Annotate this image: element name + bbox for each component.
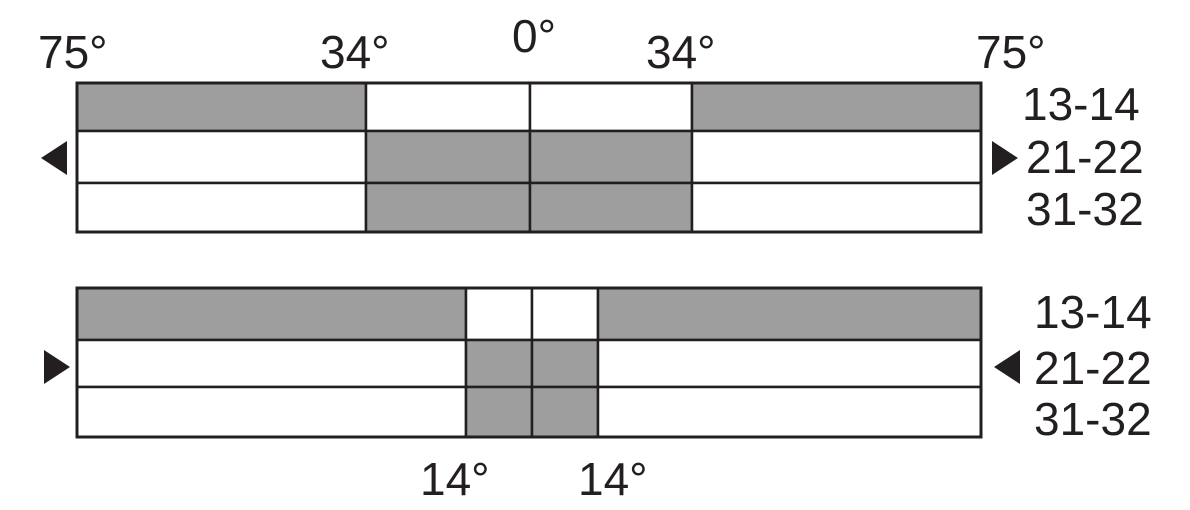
shaded-zone-cell	[75, 286, 468, 342]
bottom-row-label: 13-14	[1034, 286, 1152, 338]
grid-outline	[75, 81, 983, 234]
shaded-zone-cell	[364, 181, 532, 234]
empty-zone-cell	[528, 81, 694, 133]
bottom-row-label: 21-22	[1034, 342, 1152, 394]
bottom-angle-label: 14°	[578, 453, 648, 505]
top-row-label: 13-14	[1022, 78, 1140, 130]
shaded-zone-cell	[596, 286, 983, 342]
empty-zone-cell	[690, 181, 983, 234]
shaded-zone-cell	[528, 181, 694, 234]
top-angle-label: 75°	[976, 26, 1046, 78]
shaded-zone-cell	[528, 129, 694, 185]
top-row-label: 21-22	[1026, 131, 1144, 183]
empty-zone-cell	[75, 129, 368, 185]
left-arrow-icon	[994, 350, 1020, 384]
empty-zone-cell	[596, 385, 983, 439]
top-angle-label: 34°	[646, 26, 716, 78]
empty-zone-cell	[364, 81, 532, 133]
top-angle-label: 0°	[512, 10, 556, 62]
grid-outline	[75, 286, 983, 439]
left-arrow-icon	[41, 141, 67, 175]
empty-zone-cell	[75, 385, 468, 439]
shaded-zone-cell	[464, 385, 534, 439]
shaded-zone-cell	[75, 81, 368, 133]
empty-zone-cell	[690, 129, 983, 185]
shaded-zone-cell	[364, 129, 532, 185]
empty-zone-cell	[530, 286, 600, 342]
bottom-angle-label: 14°	[420, 453, 490, 505]
empty-zone-cell	[464, 286, 534, 342]
shaded-zone-cell	[690, 81, 983, 133]
empty-zone-cell	[75, 338, 468, 389]
bottom-zone-grid	[75, 286, 983, 439]
shaded-zone-cell	[530, 385, 600, 439]
top-angle-label: 34°	[320, 26, 390, 78]
shaded-zone-cell	[464, 338, 534, 389]
top-angle-label: 75°	[38, 26, 108, 78]
right-arrow-icon	[992, 141, 1018, 175]
right-arrow-icon	[44, 350, 70, 384]
empty-zone-cell	[596, 338, 983, 389]
bottom-row-label: 31-32	[1034, 393, 1152, 445]
top-zone-grid	[75, 81, 983, 234]
empty-zone-cell	[75, 181, 368, 234]
top-row-label: 31-32	[1026, 183, 1144, 235]
shaded-zone-cell	[530, 338, 600, 389]
